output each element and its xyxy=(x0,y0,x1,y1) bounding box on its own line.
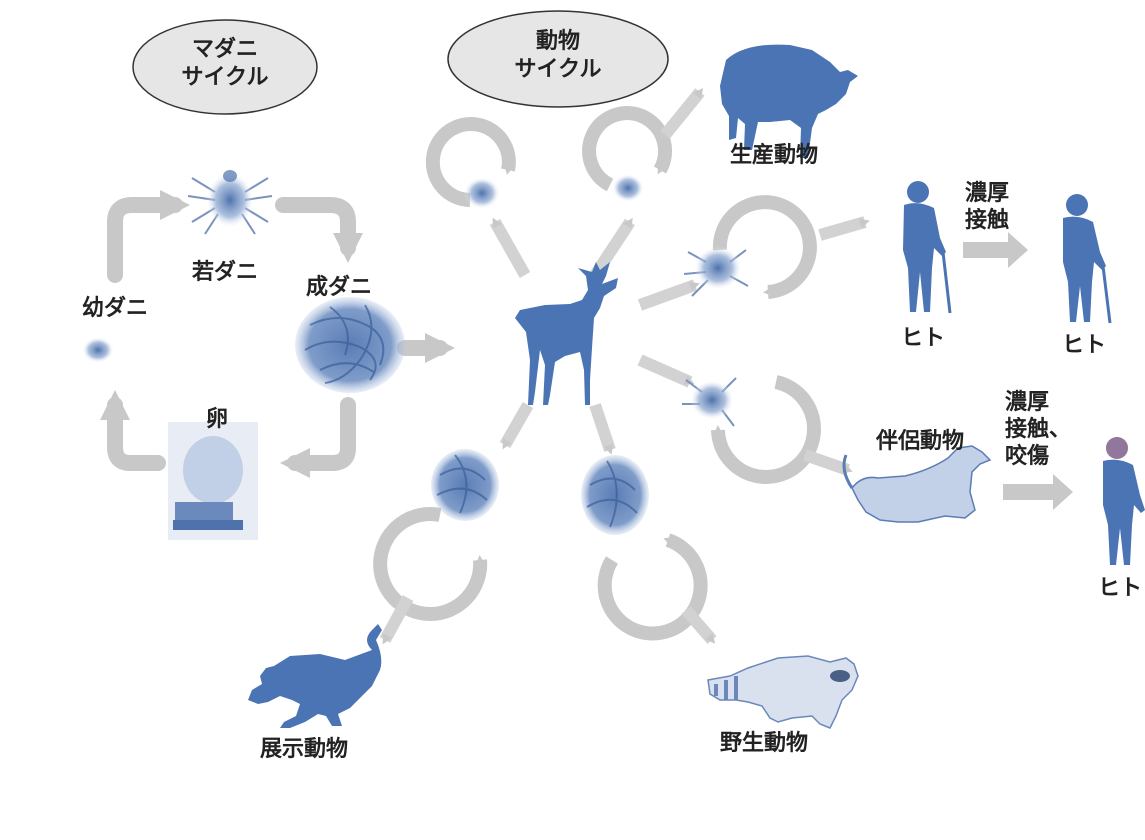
animal-cycle-oval xyxy=(447,10,669,108)
cow-icon xyxy=(720,44,858,158)
tick-zoo-path-icon xyxy=(431,449,499,521)
tick-small-left-icon xyxy=(464,177,500,209)
animal-cycle-line2: サイクル xyxy=(514,57,602,82)
human-c-label: ヒト xyxy=(1098,576,1143,601)
arrow-deer-to-livestock-tick-left xyxy=(489,217,531,278)
arrow-deer-to-companion-tick xyxy=(637,354,695,388)
livestock-label: 生産動物 xyxy=(730,143,819,168)
animal-cycle-line1: 動物 xyxy=(535,29,580,54)
larva-label: 幼ダニ xyxy=(82,296,149,321)
tick-small-right-icon xyxy=(612,174,644,202)
human-icon-b xyxy=(1063,194,1112,324)
egg-mass-icon xyxy=(168,422,258,540)
arrow-to-cat xyxy=(379,595,414,645)
arrow-close-contact xyxy=(963,232,1028,268)
adult-label: 成ダニ xyxy=(306,275,373,300)
nymph-label: 若ダニ xyxy=(192,260,259,285)
loop-zoo xyxy=(373,507,488,622)
cycle-arrow-nymph-to-adult xyxy=(275,197,363,263)
deer-icon xyxy=(515,262,618,405)
cycle-arrow-egg-to-larva xyxy=(100,390,166,471)
close-contact-line1: 濃厚 xyxy=(965,181,1010,206)
arrow-close-contact-bite xyxy=(1003,474,1073,510)
close-contact-bite-line2: 接触、 xyxy=(1005,417,1072,442)
tick-human-path-icon xyxy=(683,246,749,297)
tick-cycle-label: マダニ サイクル xyxy=(158,36,292,92)
arrow-to-human xyxy=(818,216,870,241)
cat-icon xyxy=(248,624,382,728)
loop-livestock-right xyxy=(582,106,673,192)
nymph-tick-icon xyxy=(187,170,273,235)
human-icon-c xyxy=(1103,437,1145,565)
loop-wild xyxy=(597,533,708,641)
arrow-deer-to-zoo-tick xyxy=(499,402,534,450)
loop-livestock-left xyxy=(425,117,516,207)
arrow-to-raccoon xyxy=(681,606,717,644)
adult-engorged-tick-icon xyxy=(295,297,405,393)
companion-label: 伴侶動物 xyxy=(876,429,965,454)
cycle-arrow-adult-to-egg xyxy=(280,397,356,478)
tick-cycle-line1: マダニ xyxy=(191,37,258,62)
dog-icon xyxy=(842,445,992,523)
zoo-label: 展示動物 xyxy=(260,737,349,762)
tick-wild-path-icon xyxy=(581,455,649,535)
tick-cycle-oval xyxy=(132,19,318,115)
cycle-arrow-larva-to-nymph xyxy=(107,190,190,283)
animal-cycle-label: 動物 サイクル xyxy=(490,28,626,84)
human-a-label: ヒト xyxy=(901,326,946,351)
close-contact-bite-line3: 咬傷 xyxy=(1005,444,1050,469)
wild-label: 野生動物 xyxy=(720,731,809,756)
arrow-to-cow xyxy=(660,88,705,139)
loop-companion xyxy=(711,375,821,484)
egg-label: 卵 xyxy=(206,407,229,432)
loop-human xyxy=(712,195,817,299)
close-contact-bite-label: 濃厚 接触、 咬傷 xyxy=(1005,389,1071,470)
tick-companion-path-icon xyxy=(682,377,737,427)
human-b-label: ヒト xyxy=(1062,333,1107,358)
larva-tick-icon xyxy=(82,337,114,363)
arrow-deer-to-wild-tick xyxy=(589,403,616,455)
arrow-deer-to-human-tick xyxy=(637,279,700,311)
close-contact-bite-line1: 濃厚 xyxy=(1005,390,1050,415)
raccoon-icon xyxy=(707,655,859,729)
close-contact-line2: 接触 xyxy=(965,208,1010,233)
close-contact-label: 濃厚 接触 xyxy=(965,180,1009,234)
tick-cycle-line2: サイクル xyxy=(181,65,269,90)
arrow-deer-to-livestock-tick-right xyxy=(589,217,636,279)
human-icon-a xyxy=(903,181,952,314)
arrow-to-dog xyxy=(803,449,853,476)
